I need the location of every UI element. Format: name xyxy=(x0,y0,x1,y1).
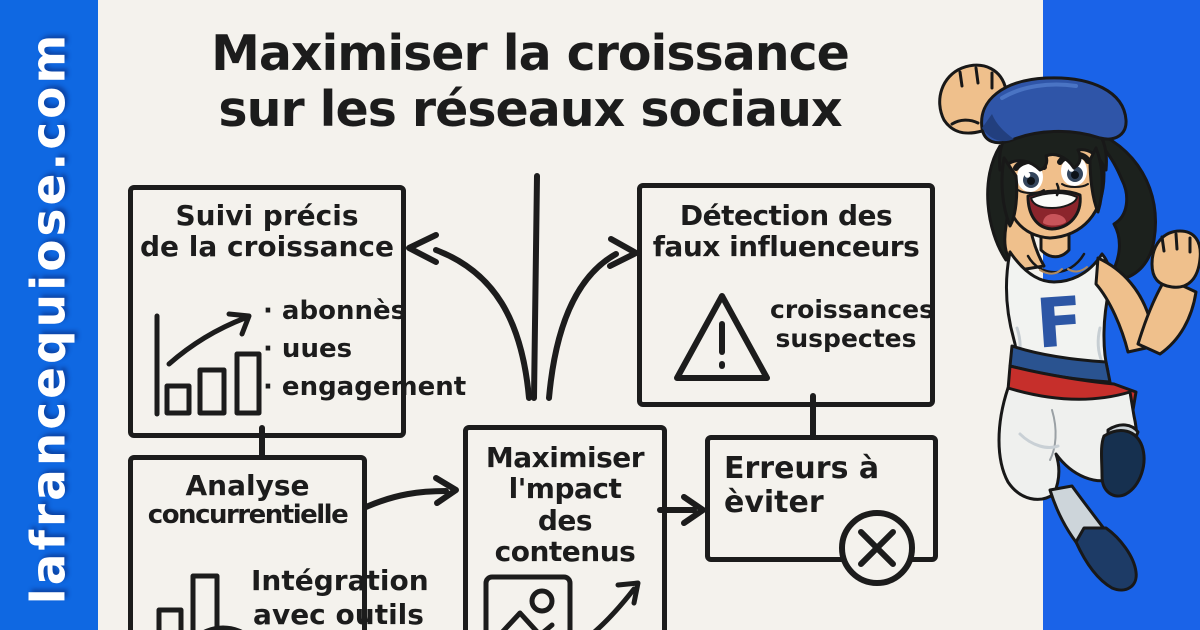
detection-title: Détection des faux influenceurs xyxy=(642,188,930,263)
maximiser-title: Maximiser l'mpact des contenus xyxy=(468,430,662,569)
suivi-title-line1: Suivi précis xyxy=(175,199,359,232)
detection-title-line1: Détection des xyxy=(679,199,893,232)
site-watermark: lafrancequiose.com xyxy=(21,31,77,605)
beret-icon xyxy=(980,76,1128,145)
analyse-title-line1: Analyse xyxy=(185,469,310,502)
bullet-engagement: · engagement xyxy=(263,372,467,403)
analyse-note: Intégration avec outils xyxy=(251,564,429,630)
bullet-vues: · uues xyxy=(263,334,353,365)
growth-chart-icon xyxy=(154,311,262,417)
mascot-character: F xyxy=(938,63,1200,592)
detection-note-line2: suspectes xyxy=(775,323,917,353)
detection-note-line1: croissances xyxy=(770,295,934,324)
detection-title-line2: faux influenceurs xyxy=(652,230,920,264)
erreurs-title-line1: Erreurs à xyxy=(724,451,880,486)
legs-boots xyxy=(1048,423,1146,592)
page-title: Maximiser la croissance sur les réseaux … xyxy=(150,26,910,138)
x-mark-icon xyxy=(858,529,896,567)
bullet-abonnes: · abonnès xyxy=(263,296,407,326)
analyse-note-line2: avec outils xyxy=(253,598,424,630)
title-stem-line xyxy=(531,173,540,401)
warning-triangle-icon xyxy=(674,293,770,381)
box-maximiser-impact: Maximiser l'mpact des contenus xyxy=(463,425,667,630)
maximiser-title-line3: des contenus xyxy=(494,503,636,569)
suivi-bullet-list: · abonnès · uues · engagement xyxy=(263,296,466,411)
box-erreurs-a-eviter: Erreurs à èviter xyxy=(705,435,938,586)
analyse-maximiser-arrow xyxy=(363,488,449,510)
mouth xyxy=(1026,189,1082,231)
maximiser-title-line2: l'mpact xyxy=(508,472,622,506)
content-image-icon xyxy=(483,574,573,630)
analyse-title-line2: concurrentielle xyxy=(147,500,349,531)
shirt-letter: F xyxy=(1034,283,1086,365)
x-circle-icon xyxy=(839,510,915,586)
arrowhead-right-icon xyxy=(607,236,639,269)
analyse-title: Analyse concurrentielle xyxy=(133,460,362,530)
erreurs-title: Erreurs à èviter xyxy=(710,440,933,519)
page-title-line1: Maximiser la croissance xyxy=(211,25,850,82)
arrowhead-maximiser-icon xyxy=(681,494,706,526)
bent-arm xyxy=(1094,229,1200,356)
box-analyse-concurrentielle: Analyse concurrentielle Intégration avec… xyxy=(128,455,429,630)
arrowhead-left-icon xyxy=(406,232,439,265)
suivi-title-line2: de la croissance xyxy=(139,230,394,264)
maximiser-title-line1: Maximiser xyxy=(485,441,645,474)
detection-note: croissances suspectes xyxy=(770,295,934,354)
analyse-note-line1: Intégration xyxy=(251,564,429,597)
arrowhead-analyse-icon xyxy=(433,475,459,506)
rising-arrow-icon xyxy=(592,580,641,630)
suivi-title: Suivi précis de la croissance xyxy=(133,190,401,263)
erreurs-title-line2: èviter xyxy=(724,484,824,520)
chart-magnifier-icon xyxy=(156,573,243,630)
box-detection-faux-influenceurs: Détection des faux influenceurs croissan… xyxy=(637,183,935,407)
left-frame-bar xyxy=(0,0,98,630)
page-title-line2: sur les réseaux sociaux xyxy=(218,80,842,138)
box-suivi-croissance: Suivi précis de la croissance · abonnès … xyxy=(128,185,466,438)
branch-right-curve xyxy=(546,251,619,401)
